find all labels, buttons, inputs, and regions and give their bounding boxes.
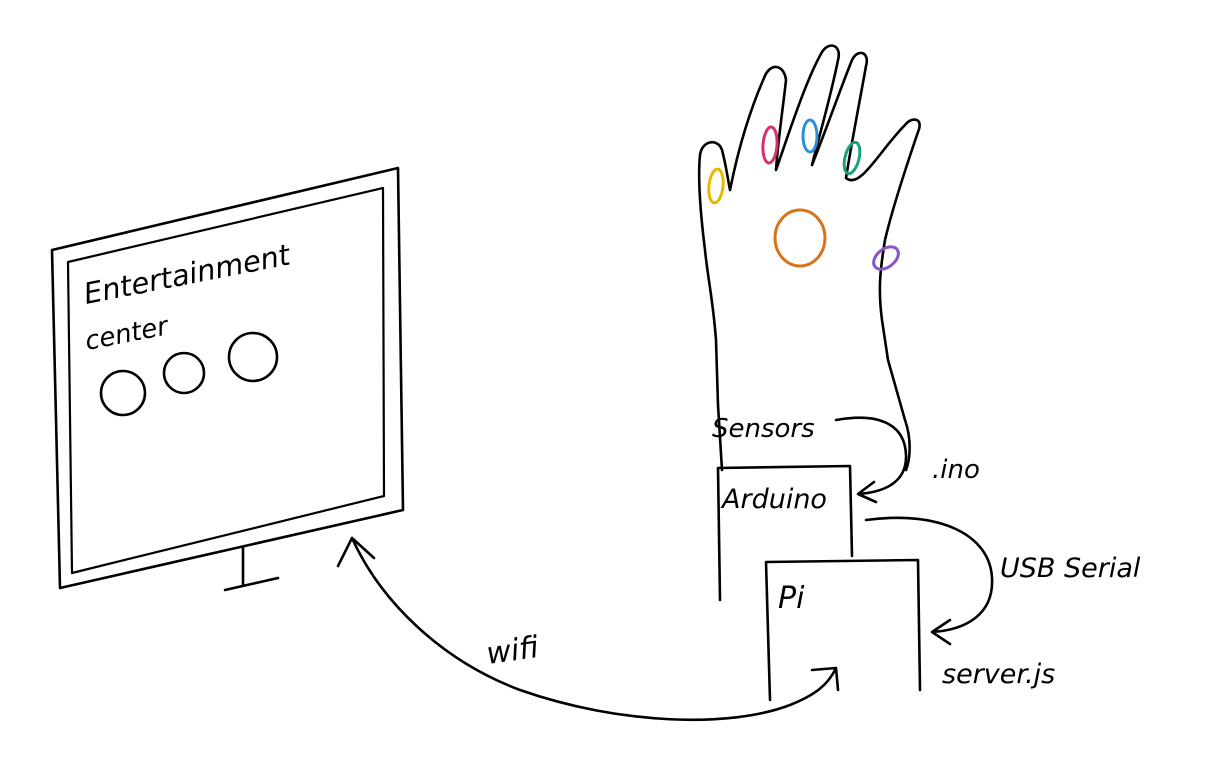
monitor: Entertainment center — [50, 166, 405, 592]
monitor-title-line2: center — [83, 311, 173, 357]
pi-box: Pi — [764, 558, 922, 702]
ino-label: .ino — [932, 455, 980, 485]
pinky-sensor-icon — [707, 167, 725, 205]
pi-box-outline — [764, 558, 922, 702]
sensors-label: Sensors — [712, 414, 815, 444]
monitor-outer-frame — [50, 166, 405, 590]
glove — [697, 44, 921, 472]
monitor-title-line1: Entertainment — [81, 237, 295, 311]
pi-label: Pi — [778, 581, 805, 616]
wifi-arrow — [336, 536, 840, 722]
arduino-box-outline — [716, 464, 854, 602]
monitor-circle-3 — [227, 331, 279, 383]
palm-sensor-icon — [773, 208, 827, 268]
server-label: server.js — [942, 659, 1055, 690]
monitor-circle-2 — [162, 351, 206, 395]
middle-sensor-icon — [801, 118, 819, 154]
monitor-stand — [223, 546, 280, 592]
sensors-arrow — [834, 416, 908, 504]
monitor-inner-frame — [66, 186, 386, 575]
index-sensor-icon — [842, 140, 862, 176]
monitor-circle-1 — [99, 369, 147, 417]
arduino-box: Arduino — [716, 464, 854, 602]
usb-serial-arrow — [864, 516, 994, 646]
thumb-sensor-icon — [872, 245, 900, 271]
arduino-label: Arduino — [720, 484, 827, 515]
glove-outline — [697, 44, 921, 472]
ring-sensor-icon — [761, 125, 779, 165]
usb-serial-label: USB Serial — [1000, 553, 1141, 584]
wifi-label: wifi — [484, 630, 541, 672]
